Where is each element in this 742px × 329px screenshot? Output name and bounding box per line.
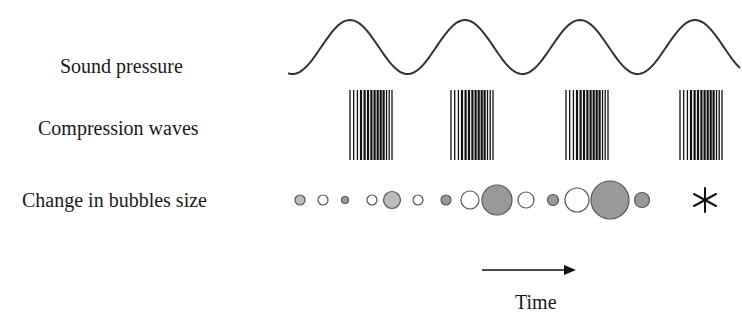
row-label: Change in bubbles size	[22, 189, 207, 211]
compression-line	[360, 90, 362, 160]
compression-line	[687, 90, 688, 160]
compression-line	[693, 90, 695, 160]
compression-line	[380, 90, 382, 160]
compression-line	[707, 90, 709, 160]
compression-line	[579, 90, 581, 160]
compression-line	[716, 90, 717, 160]
compression-line	[475, 90, 477, 160]
compression-line	[679, 90, 680, 160]
sound-wave	[288, 20, 740, 74]
bubble	[635, 193, 650, 208]
compression-line	[487, 90, 488, 160]
compression-line	[697, 90, 699, 160]
row-label: Sound pressure	[60, 55, 183, 77]
bubble	[318, 195, 328, 205]
bubble	[295, 195, 305, 205]
bubble	[518, 192, 534, 208]
compression-line	[370, 90, 372, 160]
compression-line	[471, 90, 473, 160]
compression-line	[710, 90, 712, 160]
compression-line	[377, 90, 379, 160]
compression-line	[593, 90, 595, 160]
compression-line	[391, 90, 392, 160]
compression-line	[721, 90, 722, 160]
compression-line	[353, 90, 354, 160]
compression-line	[598, 90, 600, 160]
compression-line	[389, 90, 390, 160]
compression-line	[386, 90, 387, 160]
compression-line	[454, 90, 455, 160]
compression-line	[383, 90, 385, 160]
compression-line	[492, 90, 493, 160]
compression-line	[478, 90, 480, 160]
compression-line	[364, 90, 366, 160]
compression-line	[573, 90, 574, 160]
compression-line	[465, 90, 467, 160]
compression-line	[484, 90, 486, 160]
compression-line	[367, 90, 369, 160]
compression-line	[450, 90, 451, 160]
collapse-asterisk	[694, 188, 716, 212]
compression-line	[589, 90, 591, 160]
compression-line	[690, 90, 692, 160]
row-label: Compression waves	[38, 117, 199, 139]
bubble	[565, 188, 589, 212]
bubble	[461, 191, 479, 209]
bubble	[548, 195, 559, 206]
compression-line	[596, 90, 598, 160]
compression-line	[607, 90, 608, 160]
compression-line	[703, 90, 705, 160]
compression-line	[357, 90, 358, 160]
compression-line	[461, 90, 463, 160]
bubbles	[295, 181, 650, 219]
compression-line	[374, 90, 376, 160]
bubble	[342, 197, 349, 204]
bubble	[384, 192, 401, 209]
compression-line	[586, 90, 588, 160]
bubble	[482, 185, 512, 215]
bubble	[367, 195, 377, 205]
compression-line	[583, 90, 585, 160]
compression-line	[712, 90, 714, 160]
compression-line	[700, 90, 702, 160]
axis-label: Time	[515, 291, 557, 313]
compression-line	[481, 90, 483, 160]
time-arrow	[482, 265, 576, 275]
compression-line	[602, 90, 603, 160]
compression-line	[605, 90, 606, 160]
compression-line	[576, 90, 578, 160]
compression-line	[349, 90, 350, 160]
bubble	[441, 195, 451, 205]
compression-line	[565, 90, 566, 160]
compression-line	[458, 90, 459, 160]
bubble	[591, 181, 629, 219]
compression-line	[569, 90, 570, 160]
compression-bars	[350, 90, 722, 160]
compression-line	[683, 90, 684, 160]
compression-line	[468, 90, 470, 160]
compression-line	[719, 90, 720, 160]
compression-line	[490, 90, 491, 160]
bubble	[413, 195, 423, 205]
